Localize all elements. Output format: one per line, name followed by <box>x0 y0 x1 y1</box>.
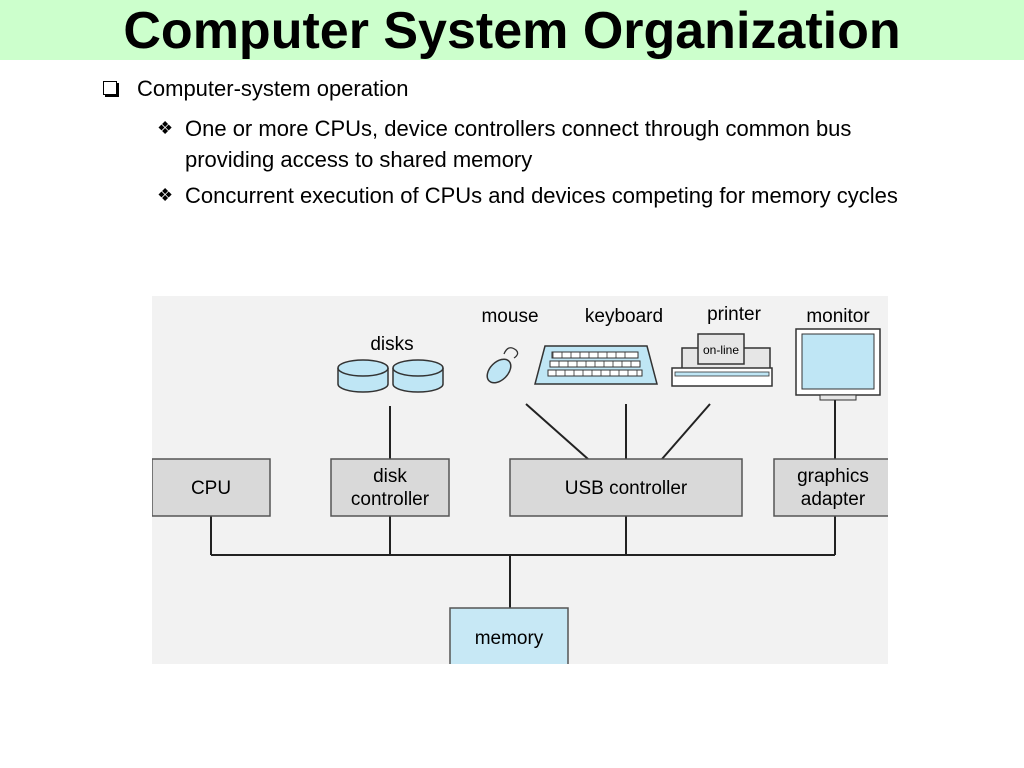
monitor-label: monitor <box>806 306 870 327</box>
disk-controller-label-1: disk <box>373 466 407 487</box>
memory-box: memory <box>449 607 569 666</box>
graphics-adapter-label-1: graphics <box>797 466 869 487</box>
square-bullet-icon <box>103 81 117 95</box>
title-band <box>0 0 1024 60</box>
system-diagram: CPU disk controller USB controller graph… <box>151 296 894 666</box>
printer-label: printer <box>707 304 762 325</box>
usb-controller-label: USB controller <box>565 478 688 499</box>
bullet-level2-1-text: One or more CPUs, device controllers con… <box>185 116 852 172</box>
keyboard-icon: keyboard <box>534 306 663 385</box>
disk-controller-label-2: controller <box>351 489 430 510</box>
disks-label: disks <box>370 334 413 355</box>
system-bus <box>210 400 836 608</box>
memory-label: memory <box>475 628 544 649</box>
printer-screen-label: on-line <box>703 343 739 357</box>
disk-controller-box: disk controller <box>330 458 450 517</box>
bullet-level1: Computer-system operation <box>103 76 408 102</box>
disks-icon: disks <box>337 334 444 393</box>
printer-icon: printer on-line <box>671 304 773 387</box>
monitor-icon: monitor <box>795 306 881 401</box>
slide-title: Computer System Organization <box>123 2 901 60</box>
mouse-label: mouse <box>481 306 538 327</box>
cpu-box: CPU <box>151 458 271 517</box>
bullet-level1-text: Computer-system operation <box>137 76 409 101</box>
bullet-level2-1: ❖ One or more CPUs, device controllers c… <box>157 113 937 175</box>
bullet-level2-2: ❖ Concurrent execution of CPUs and devic… <box>157 180 937 211</box>
diamond-bullet-icon: ❖ <box>157 118 174 138</box>
cpu-label: CPU <box>191 478 231 499</box>
usb-controller-box: USB controller <box>509 458 743 517</box>
mouse-icon: mouse <box>481 306 539 384</box>
graphics-adapter-label-2: adapter <box>801 489 866 510</box>
graphics-adapter-box: graphics adapter <box>773 458 894 517</box>
keyboard-label: keyboard <box>585 306 663 327</box>
bullet-level2-2-text: Concurrent execution of CPUs and devices… <box>185 183 898 208</box>
diamond-bullet-icon: ❖ <box>157 185 174 205</box>
